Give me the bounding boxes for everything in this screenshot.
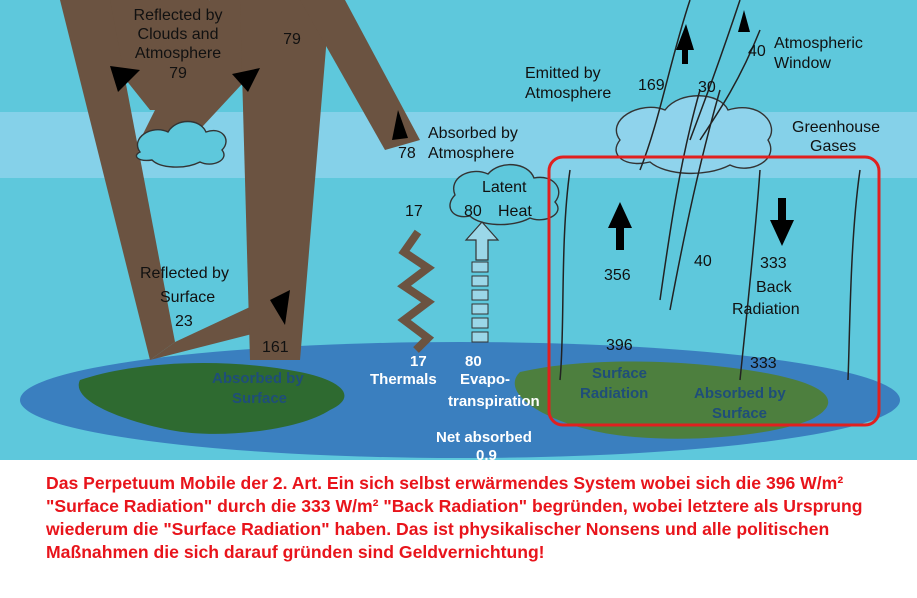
earth-landmass-2 bbox=[514, 361, 829, 439]
thermals-label: Thermals bbox=[370, 371, 437, 388]
energy-budget-diagram: Reflected by Clouds and Atmosphere 79 79… bbox=[0, 0, 917, 460]
thermals-value: 17 bbox=[410, 353, 427, 370]
absorbed-surface-right-value: 333 bbox=[750, 355, 777, 372]
reflected-clouds-line1: Reflected by bbox=[134, 7, 223, 24]
atmospheric-window-line2: Window bbox=[774, 55, 831, 72]
left-flux-value: 79 bbox=[283, 31, 301, 48]
arrow-icon-reflected bbox=[110, 66, 408, 325]
thermals-zigzag-icon bbox=[397, 229, 435, 353]
arrow-icon-down-333 bbox=[770, 198, 794, 246]
outgoing-radiation-lines bbox=[639, 0, 761, 311]
back-radiation-value: 333 bbox=[760, 255, 787, 272]
greenhouse-gases-line1: Greenhouse bbox=[792, 119, 880, 136]
highlight-box bbox=[547, 155, 881, 427]
surface-radiation-value: 396 bbox=[606, 337, 633, 354]
absorbed-atmosphere-value: 78 bbox=[398, 145, 416, 162]
cloud-right-icon bbox=[615, 95, 773, 175]
absorbed-atmosphere-flux bbox=[300, 0, 420, 150]
reflected-surface-leg bbox=[150, 300, 268, 360]
latent-heat-arrow-icon bbox=[464, 221, 500, 261]
latent-heat-line1: Latent bbox=[482, 179, 527, 196]
back-radiation-line1: Back bbox=[756, 279, 793, 296]
cloud-left-icon bbox=[135, 120, 227, 168]
net-absorbed-label: Net absorbed bbox=[436, 429, 532, 446]
absorbed-surface-right-line2: Surface bbox=[712, 405, 767, 422]
net-absorbed-value: 0.9 bbox=[476, 447, 497, 460]
thermals-top-value: 17 bbox=[405, 203, 423, 220]
arrow-icon-up-356 bbox=[608, 202, 632, 250]
window-value: 30 bbox=[698, 79, 716, 96]
evapotranspiration-column bbox=[471, 261, 489, 343]
reflected-surface-flux bbox=[60, 0, 175, 360]
emitted-atmosphere-line1: Emitted by bbox=[525, 65, 601, 82]
latent-heat-value: 80 bbox=[464, 203, 482, 220]
back-radiation-line2: Radiation bbox=[732, 301, 800, 318]
absorbed-surface-right-line1: Absorbed by bbox=[694, 385, 786, 402]
arrow-icon-up-169 bbox=[676, 24, 694, 64]
reflected-surface-value: 23 bbox=[175, 313, 193, 330]
reflected-surface-line1: Reflected by bbox=[140, 265, 229, 282]
evapo-value: 80 bbox=[465, 353, 482, 370]
absorbed-atmosphere-line1: Absorbed by bbox=[428, 125, 518, 142]
atmospheric-window-line1: Atmospheric bbox=[774, 35, 863, 52]
right-box-lines bbox=[559, 169, 861, 381]
caption-text: Das Perpetuum Mobile der 2. Art. Ein sic… bbox=[46, 473, 863, 562]
absorbed-surface-flux bbox=[240, 0, 330, 360]
reflected-clouds-value: 79 bbox=[169, 65, 187, 82]
absorbed-surface-left-line1: Absorbed by bbox=[212, 370, 304, 387]
reflected-surface-line2: Surface bbox=[160, 289, 215, 306]
reflected-clouds-line3: Atmosphere bbox=[135, 45, 221, 62]
evapo-line2: transpiration bbox=[448, 393, 540, 410]
emitted-atmosphere-line2: Atmosphere bbox=[525, 85, 611, 102]
surface-radiation-line2: Radiation bbox=[580, 385, 648, 402]
absorbed-atmosphere-line2: Atmosphere bbox=[428, 145, 514, 162]
surface-radiation-line1: Surface bbox=[592, 365, 647, 382]
emitted-atmosphere-value: 169 bbox=[638, 77, 665, 94]
arrow-icon-window bbox=[738, 10, 750, 32]
evapo-line1: Evapo- bbox=[460, 371, 510, 388]
cloud-latent-icon bbox=[449, 164, 560, 226]
latent-heat-line2: Heat bbox=[498, 203, 532, 220]
absorbed-surface-left-value: 161 bbox=[262, 339, 289, 356]
reflected-clouds-line2: Clouds and bbox=[138, 26, 219, 43]
greenhouse-gases-line2: Gases bbox=[810, 138, 856, 155]
window-40-value: 40 bbox=[694, 253, 712, 270]
absorbed-surface-left-line2: Surface bbox=[232, 390, 287, 407]
earth-landmass bbox=[78, 362, 345, 434]
surface-radiation-up-value: 356 bbox=[604, 267, 631, 284]
atmospheric-window-value: 40 bbox=[748, 43, 766, 60]
